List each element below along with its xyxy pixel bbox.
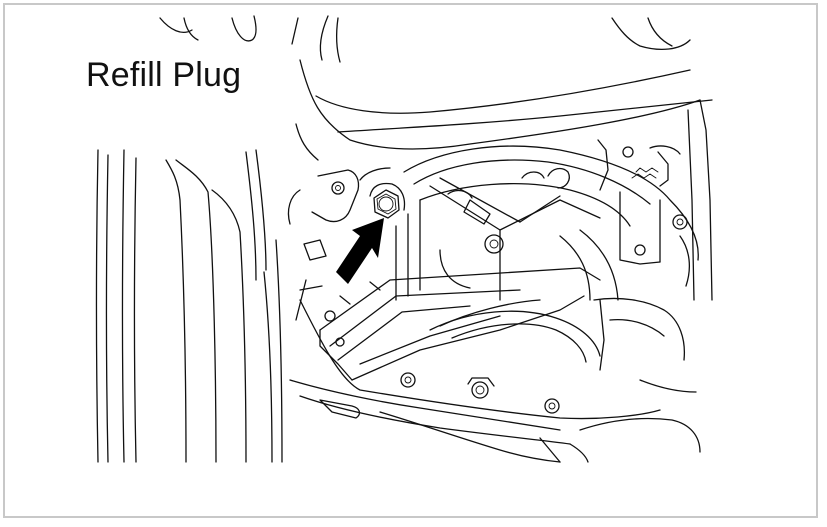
left-panel-strokes bbox=[95, 149, 283, 463]
pan-lines bbox=[289, 379, 589, 463]
right-side-bosses bbox=[597, 99, 713, 301]
lower-housing bbox=[295, 279, 701, 453]
transmission-case bbox=[395, 145, 699, 301]
top-fragments bbox=[159, 15, 691, 63]
arrow-icon bbox=[336, 218, 384, 284]
refill-plug bbox=[369, 182, 406, 219]
diagram-frame bbox=[3, 3, 818, 518]
bottom-bolts bbox=[400, 372, 560, 414]
mounting-bracket bbox=[287, 167, 391, 225]
hex-bolt-icon bbox=[373, 189, 400, 219]
housing-upper-curve bbox=[295, 59, 713, 161]
misc-details bbox=[299, 239, 605, 371]
refill-plug-label: Refill Plug bbox=[86, 56, 242, 94]
